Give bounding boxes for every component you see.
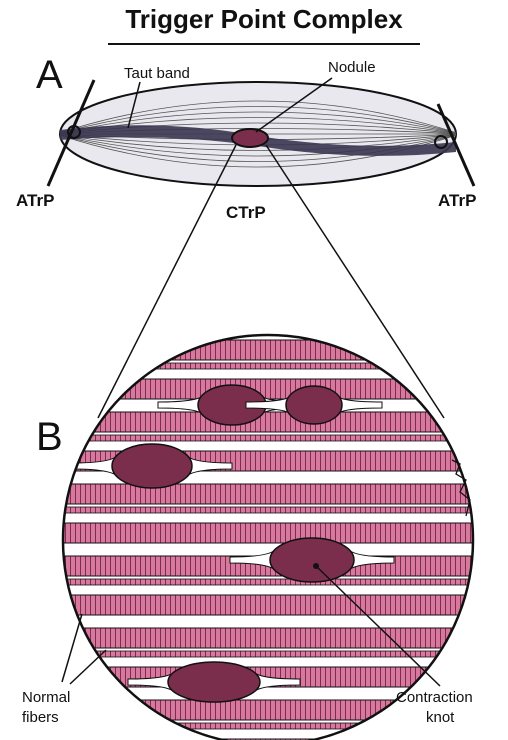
spindle-fiber-line [60, 106, 456, 135]
zoom-line-right [265, 144, 445, 419]
atrp-right-marker [434, 135, 448, 149]
contraction-knot [111, 443, 193, 489]
spindle-fiber-line [60, 100, 456, 135]
label-atrp-left: ATrP [16, 191, 54, 210]
normal-fibers-leader-1 [61, 613, 83, 683]
spindle-fiber-line [60, 111, 456, 135]
normal-fiber [63, 339, 473, 361]
contraction-knot-dot [313, 563, 319, 569]
normal-fiber [63, 483, 473, 505]
normal-fiber [63, 522, 473, 544]
label-normal-fibers-2: fibers [22, 709, 59, 726]
spindle-fiber-line [60, 133, 456, 151]
zoom-line-left [97, 144, 237, 419]
label-normal-fibers-1: Normal [22, 689, 70, 706]
contraction-knot [269, 537, 355, 583]
contraction-knots [71, 384, 395, 703]
label-atrp-right: ATrP [438, 191, 476, 210]
magnified-fiber-circle [61, 333, 475, 740]
nodule-leader [255, 77, 333, 133]
normal-fiber [63, 594, 473, 616]
normal-fibers-leader-2 [69, 649, 107, 685]
thin-fiber [63, 722, 473, 730]
spindle-fiber-line [60, 133, 456, 157]
label-ctrp: CTrP [226, 203, 266, 222]
label-contraction-knot-2: knot [426, 709, 455, 726]
thin-fiber [63, 362, 473, 370]
atrp-left-marker [67, 125, 81, 139]
thin-fiber [63, 434, 473, 442]
scribble-mark [451, 459, 471, 517]
label-taut-band: Taut band [124, 65, 190, 82]
left-boundary-line [46, 79, 96, 187]
thin-fiber [63, 650, 473, 658]
panel-a-letter: A [36, 53, 63, 97]
contraction-knot-leader [315, 565, 441, 687]
nodule [231, 128, 269, 148]
thin-fiber [63, 506, 473, 514]
contraction-knot [285, 385, 343, 425]
normal-fiber [63, 627, 473, 649]
panel-b-letter: B [36, 415, 63, 459]
label-contraction-knot-1: Contraction [396, 689, 473, 706]
normal-fiber [63, 699, 473, 721]
thin-fiber [63, 578, 473, 586]
taut-band-leader [127, 81, 141, 129]
normal-fiber [63, 411, 473, 433]
right-boundary-line [436, 103, 476, 187]
diagram-title: Trigger Point Complex [125, 4, 403, 34]
label-nodule: Nodule [328, 59, 376, 76]
contraction-knot [167, 661, 261, 703]
